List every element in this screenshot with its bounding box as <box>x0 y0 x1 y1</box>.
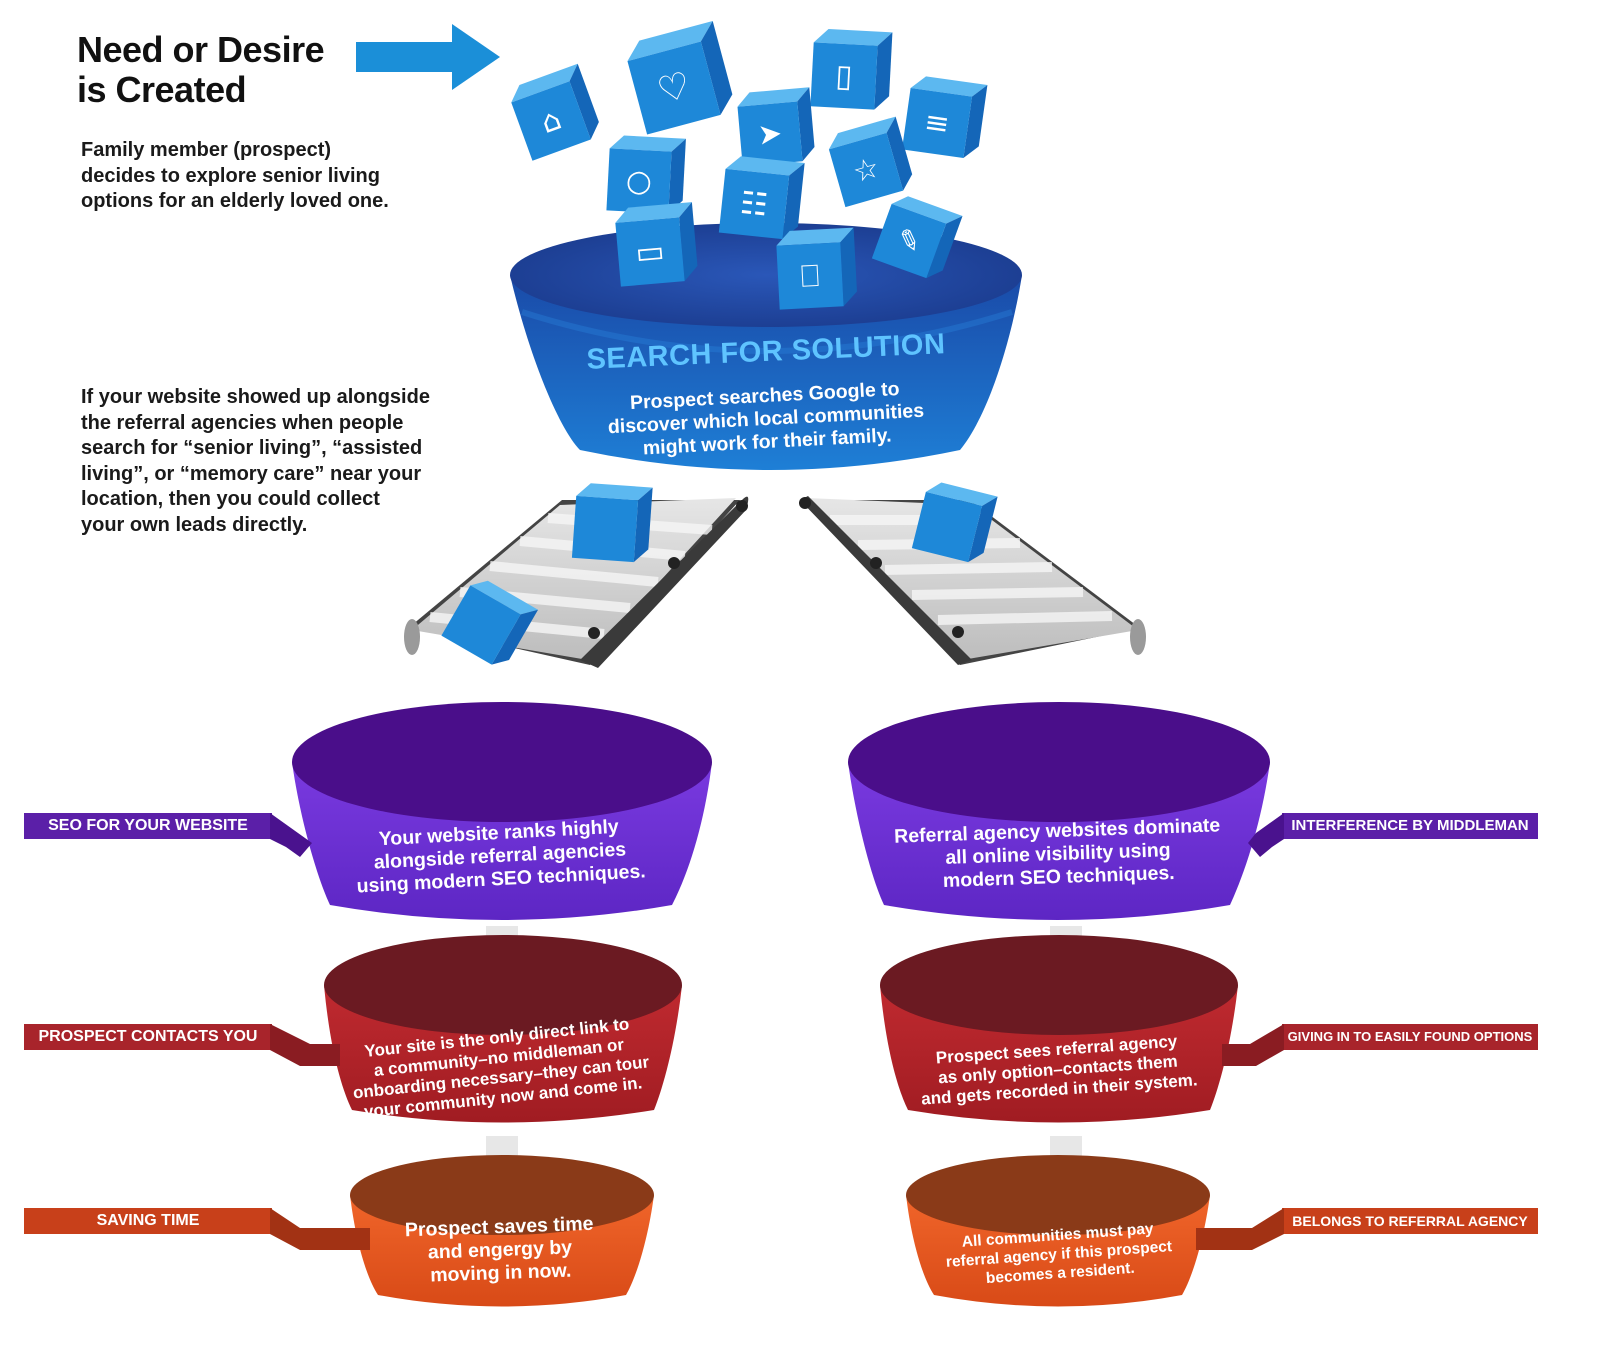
website-note: If your website showed up alongside the … <box>81 385 461 538</box>
receipt-cube: ≡ <box>901 76 988 159</box>
wallet-cube: ▭ <box>615 202 698 287</box>
icon-cubes: ⌂ ♡ ▯ ≡ ➤ ○ ☷ ☆ ▭ ⎕ ✎ <box>511 20 988 310</box>
tab-giving-in-to-easily-found-options: GIVING IN TO EASILY FOUND OPTIONS <box>1287 1029 1533 1044</box>
laptop-cube: ⎕ <box>776 227 857 310</box>
tab-saving-time: SAVING TIME <box>96 1212 200 1229</box>
headline-line-2: is Created <box>77 69 247 110</box>
website-note-line: living”, or “memory care” near your <box>81 462 422 485</box>
heart-pulse-cube: ♡ <box>627 20 733 135</box>
website-note-line: search for “senior living”, “assisted <box>81 437 423 459</box>
left-stage-3-text: Prospect saves time and engergy by movin… <box>379 1212 621 1289</box>
headline-line-1: Need or Desire <box>77 29 325 70</box>
belt-cube <box>441 580 539 665</box>
wallet-icon: ▭ <box>634 233 666 271</box>
belt-cubes <box>441 482 998 665</box>
right-funnels <box>848 702 1270 1307</box>
intro-line: Family member (prospect) <box>81 139 332 161</box>
apple-cube: ○ <box>606 135 686 214</box>
intro-line: options for an elderly loved one. <box>81 190 389 212</box>
belt-cube <box>911 482 998 563</box>
website-note-line: your own leads directly. <box>81 513 308 536</box>
museum-cube: ⌂ <box>511 63 599 161</box>
pencil-cube: ✎ <box>871 196 963 279</box>
right-stage-1-text: Referral agency websites dominate all on… <box>879 814 1237 895</box>
left-funnels <box>292 702 712 1307</box>
phone-icon: ▯ <box>835 58 854 95</box>
headline: Need or Desire is Created <box>77 29 325 110</box>
right-tab-shapes <box>1196 813 1538 1250</box>
tab-seo-for-your-website: SEO FOR YOUR WEBSITE <box>48 817 248 834</box>
tab-belongs-to-referral-agency: BELONGS TO REFERRAL AGENCY <box>1292 1213 1528 1229</box>
cart-icon: ☷ <box>738 185 769 224</box>
phone-cube: ▯ <box>810 29 893 110</box>
apple-icon: ○ <box>625 163 653 199</box>
website-note-line: If your website showed up alongside <box>81 386 430 408</box>
tab-prospect-contacts-you: PROSPECT CONTACTS YOU <box>38 1028 258 1045</box>
conveyor-belt-right <box>799 496 1146 665</box>
tab-interference-by-middleman: INTERFERENCE BY MIDDLEMAN <box>1291 817 1529 834</box>
star-cube: ☆ <box>828 116 913 208</box>
intro-line: decides to explore senior living <box>81 164 380 187</box>
website-note-line: the referral agencies when people <box>81 411 404 434</box>
paper-plane-icon: ➤ <box>756 116 783 152</box>
paper-plane-cube: ➤ <box>737 87 815 167</box>
left-tab-shapes <box>24 813 370 1250</box>
right-arrow-icon <box>356 24 500 90</box>
laptop-icon: ⎕ <box>800 258 820 295</box>
belt-cube <box>571 483 653 563</box>
receipt-icon: ≡ <box>922 104 952 142</box>
intro-text: Family member (prospect) decides to expl… <box>81 138 441 215</box>
cart-cube: ☷ <box>718 156 805 240</box>
website-note-line: location, then you could collect <box>81 488 380 510</box>
